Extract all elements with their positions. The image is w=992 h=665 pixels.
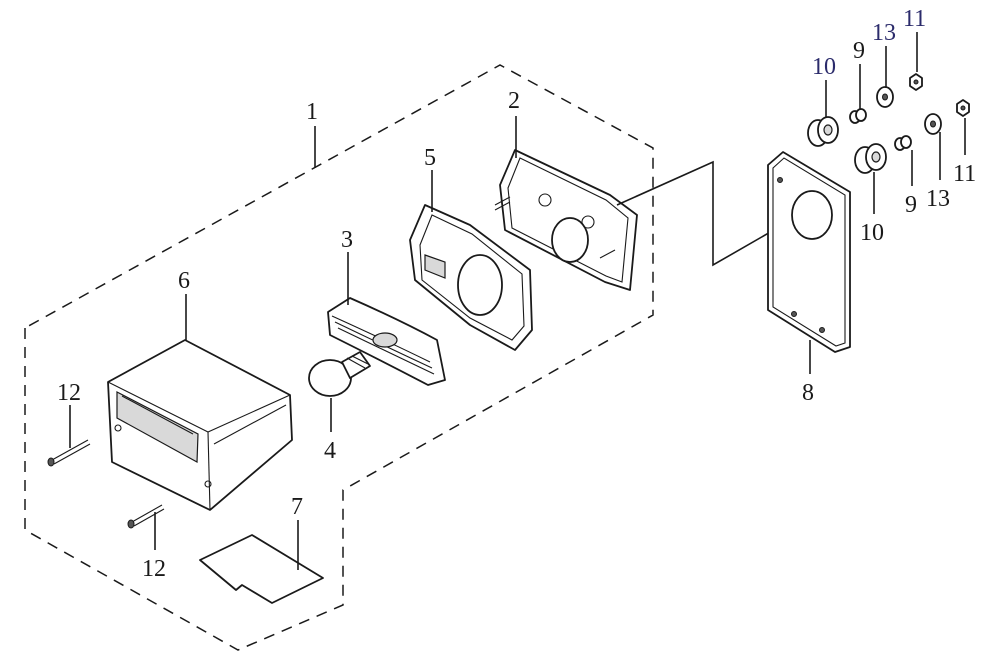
callout-10-upper: 10 — [812, 54, 836, 80]
callout-7: 7 — [291, 494, 303, 520]
callout-1: 1 — [306, 99, 318, 125]
lens-cover — [107, 339, 293, 511]
grommet-lower — [854, 143, 887, 174]
assembly-connector-line — [616, 160, 801, 267]
callout-9-upper: 9 — [853, 38, 865, 64]
washer-lower — [924, 113, 942, 135]
washer-upper — [876, 86, 894, 108]
bulb — [308, 351, 371, 397]
callout-8: 8 — [802, 380, 814, 406]
callout-13-upper: 13 — [872, 20, 896, 46]
leader-lines — [69, 32, 966, 570]
housing-base — [494, 149, 638, 291]
assembly-boundary — [24, 64, 654, 651]
mounting-bracket — [767, 151, 851, 353]
reflector — [327, 297, 446, 386]
spacer-upper — [849, 108, 867, 124]
callout-12-upper: 12 — [57, 380, 81, 406]
callout-9-lower: 9 — [905, 192, 917, 218]
callout-5: 5 — [424, 145, 436, 171]
nut-lower — [956, 99, 970, 117]
gasket — [409, 204, 533, 351]
grommet-upper — [807, 116, 839, 147]
callout-3: 3 — [341, 227, 353, 253]
callout-4: 4 — [324, 438, 336, 464]
callout-2: 2 — [508, 88, 520, 114]
screw-upper — [47, 439, 91, 467]
callout-6: 6 — [178, 268, 190, 294]
plate — [199, 534, 324, 604]
spacer-lower — [894, 135, 912, 151]
callout-12-lower: 12 — [142, 556, 166, 582]
callout-11-lower: 11 — [953, 161, 976, 187]
callout-11-upper: 11 — [903, 6, 926, 32]
nut-upper — [909, 73, 923, 91]
screw-lower — [127, 504, 165, 529]
callout-13-lower: 13 — [926, 186, 950, 212]
callout-10-lower: 10 — [860, 220, 884, 246]
